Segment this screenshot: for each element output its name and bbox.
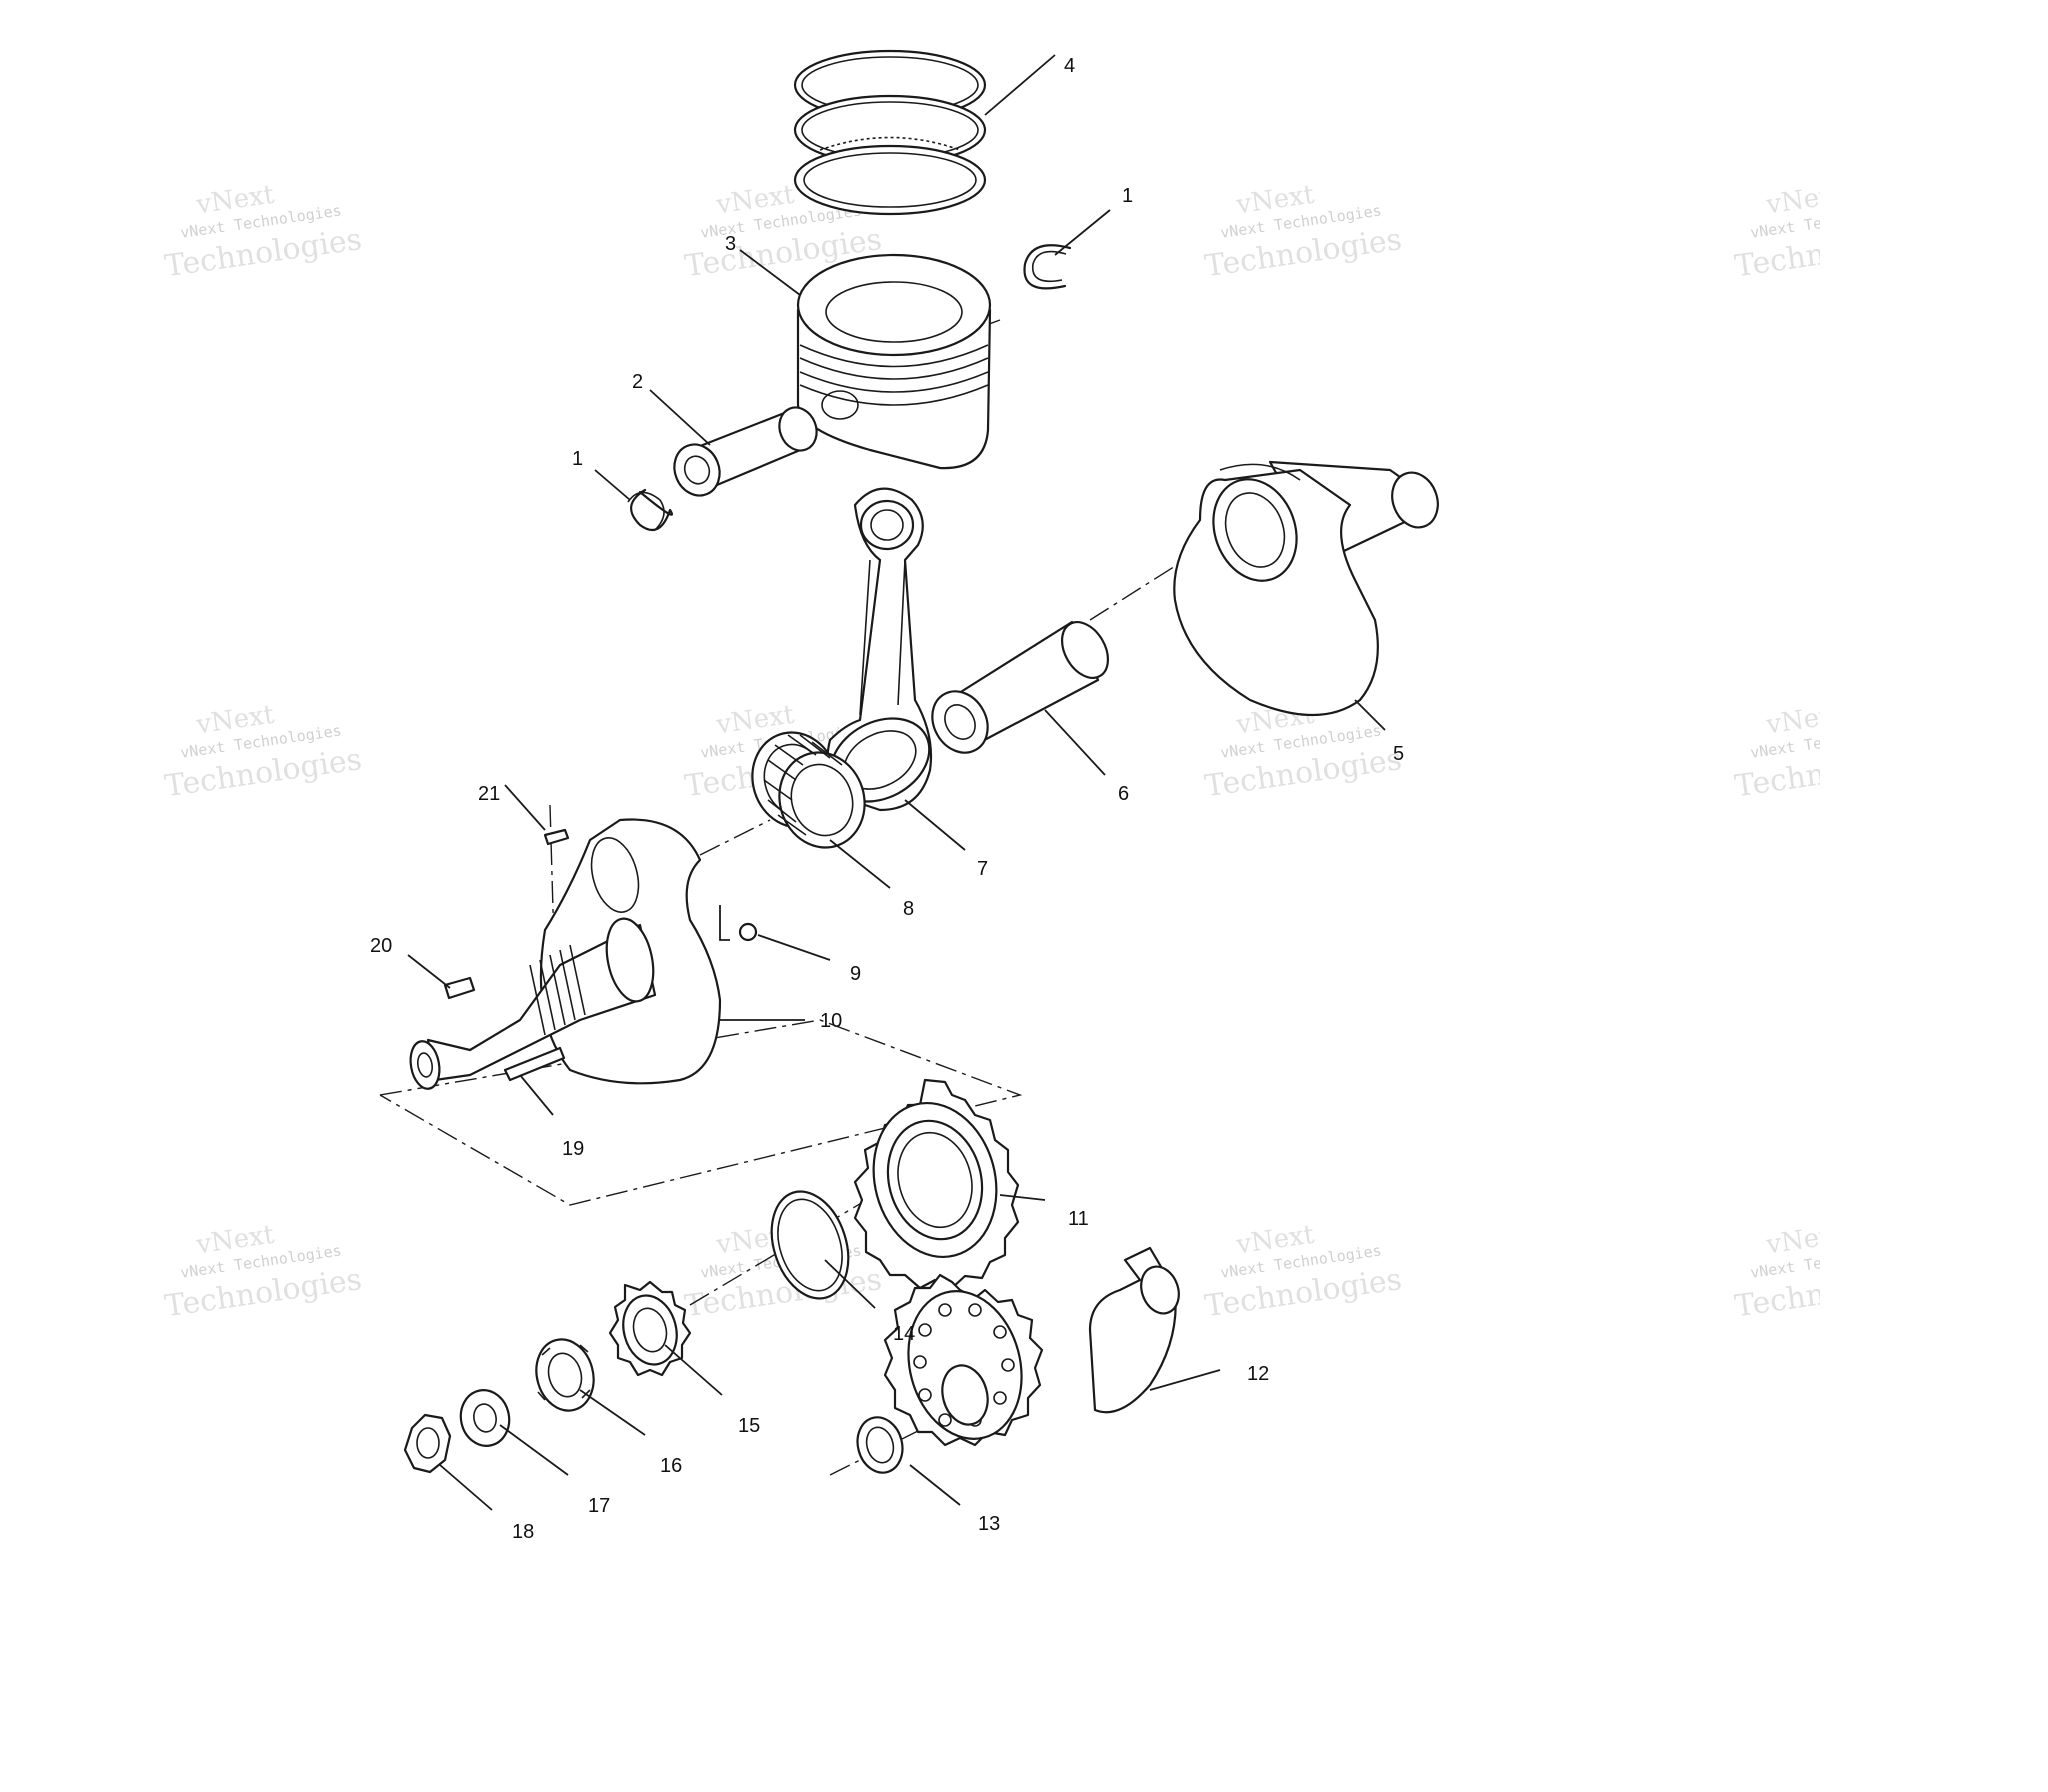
key xyxy=(543,828,570,846)
callout-15: 15 xyxy=(738,1415,760,1437)
crankshaft-right xyxy=(1173,460,1439,716)
snap-ring xyxy=(856,1416,904,1474)
svg-text:vNext: vNext xyxy=(1764,1220,1847,1261)
lock-nut xyxy=(535,1338,595,1412)
crank-pin xyxy=(931,620,1110,754)
callout-20: 20 xyxy=(370,935,392,957)
washer xyxy=(459,1389,511,1447)
callout-1-lower: 1 xyxy=(572,448,583,470)
hex-nut xyxy=(403,1413,452,1474)
callout-4: 4 xyxy=(1064,55,1075,77)
watermark: vNext vNext Technologies Technologies xyxy=(1203,1220,1404,1325)
woodruff-key xyxy=(443,976,476,1000)
callout-13: 13 xyxy=(978,1513,1000,1535)
watermark-clipped: vNext vNext Technologies Technologies xyxy=(1733,180,1847,284)
callout-8: 8 xyxy=(903,898,914,920)
callout-6: 6 xyxy=(1118,783,1129,805)
drive-gear xyxy=(853,1078,1020,1290)
callout-3: 3 xyxy=(725,233,736,255)
sprocket xyxy=(608,1280,692,1377)
crankshaft-left xyxy=(409,818,722,1090)
callout-12: 12 xyxy=(1247,1363,1269,1385)
watermark-clipped: vNext vNext Technologies Technologies xyxy=(1733,1220,1847,1324)
callout-19: 19 xyxy=(562,1138,584,1160)
thrust-washer xyxy=(770,1190,850,1300)
piston-rings xyxy=(793,49,987,216)
callout-16: 16 xyxy=(660,1455,682,1477)
watermark: vNext vNext Technologies Technologies xyxy=(163,1220,364,1325)
callout-1-upper: 1 xyxy=(1122,185,1133,207)
watermark: vNext vNext Technologies Technologies xyxy=(163,180,364,285)
watermark: vNext vNext Technologies Technologies xyxy=(163,700,364,805)
callout-5: 5 xyxy=(1393,743,1404,765)
callout-14: 14 xyxy=(893,1323,915,1345)
svg-text:vNext: vNext xyxy=(1764,180,1847,221)
circlip-lower xyxy=(627,488,673,532)
circlip-upper xyxy=(1023,244,1072,290)
callout-labels: 4 1 3 2 1 5 6 7 8 9 10 11 12 13 14 15 16… xyxy=(370,55,1404,1543)
callout-10: 10 xyxy=(820,1010,842,1032)
callout-17: 17 xyxy=(588,1495,610,1517)
callout-9: 9 xyxy=(850,963,861,985)
watermark: vNext vNext Technologies Technologies xyxy=(1203,180,1404,285)
svg-text:vNext: vNext xyxy=(1764,700,1847,741)
balancer-shaft xyxy=(883,1246,1180,1447)
dowel-pin xyxy=(503,1046,566,1082)
ball xyxy=(738,922,758,942)
needle-bearing xyxy=(751,731,866,849)
watermark-clipped: vNext vNext Technologies Technologies xyxy=(1733,700,1847,804)
callout-18: 18 xyxy=(512,1521,534,1543)
piston-pin xyxy=(673,406,818,497)
callout-7: 7 xyxy=(977,858,988,880)
watermark-layer: vNext vNext Technologies Technologies vN… xyxy=(163,180,1847,1325)
leader-lines xyxy=(407,54,1386,1511)
piston xyxy=(796,253,992,470)
callout-11: 11 xyxy=(1068,1208,1089,1230)
callout-2: 2 xyxy=(632,371,643,393)
callout-21: 21 xyxy=(478,783,500,805)
